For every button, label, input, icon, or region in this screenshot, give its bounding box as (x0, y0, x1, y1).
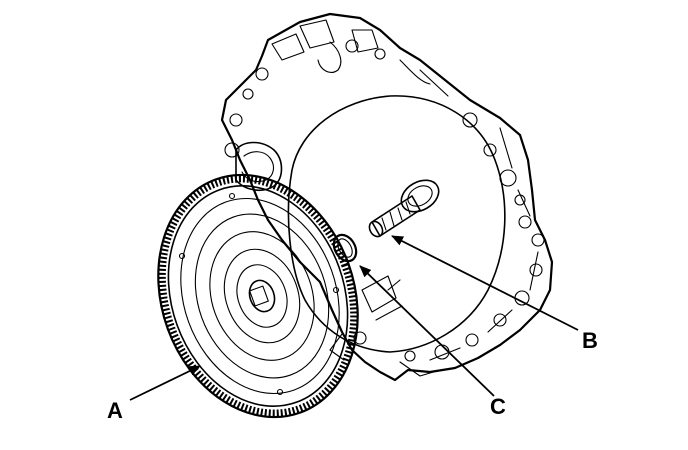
callout-b-leader (391, 235, 579, 331)
callout-label-c: C (490, 394, 506, 419)
callout-label-b: B (582, 328, 598, 353)
input-shaft (368, 179, 440, 238)
callout-c-leader (359, 265, 495, 397)
callout-label-a: A (107, 398, 123, 423)
callout-a-leader (129, 365, 201, 401)
flywheel (157, 173, 359, 419)
transmission-case (220, 12, 554, 382)
